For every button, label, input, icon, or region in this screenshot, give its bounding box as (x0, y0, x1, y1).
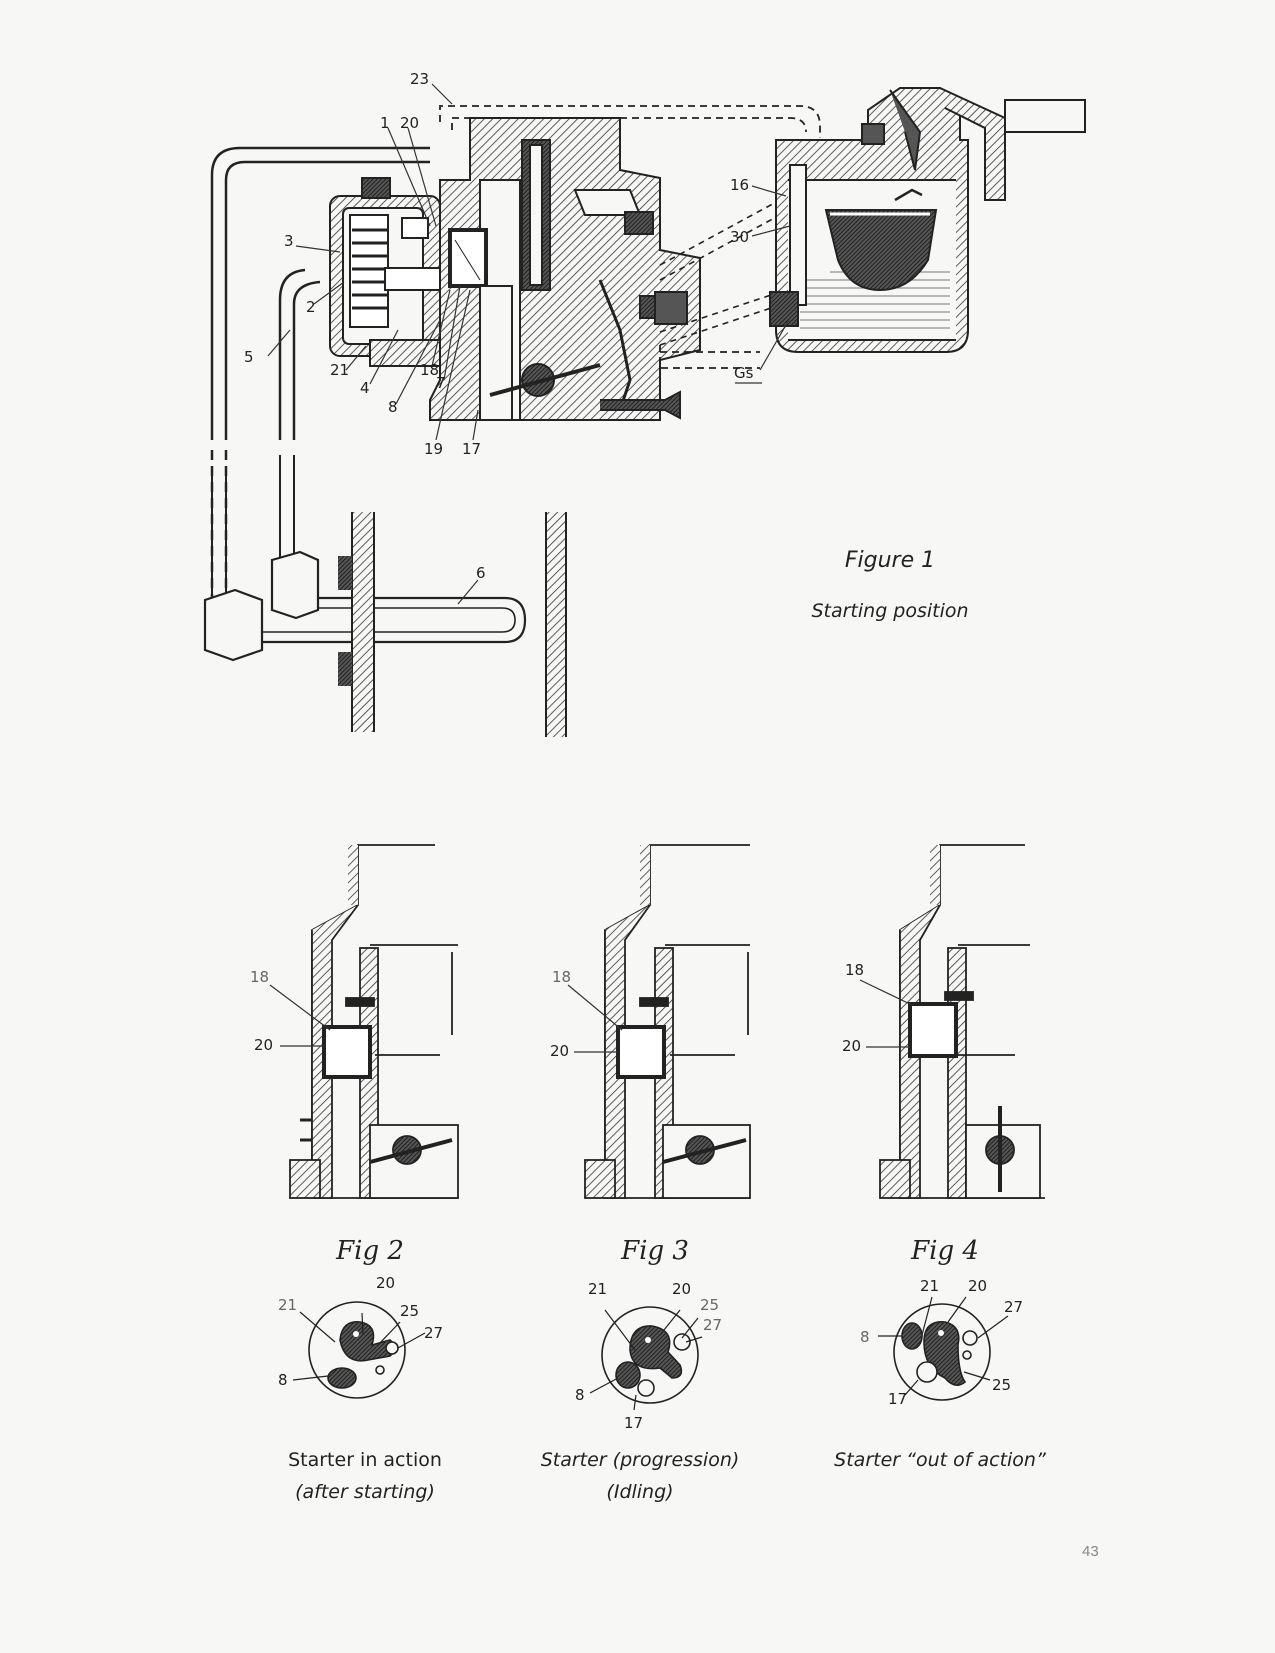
callout-7: 7 (436, 374, 446, 392)
figure1-title: Figure 1 (844, 548, 936, 573)
callout-19: 19 (424, 440, 443, 458)
side-view-labels: 18 20 18 20 18 20 (250, 961, 864, 1060)
fig3-disc-25: 25 (700, 1296, 719, 1314)
fig2-callout-18: 18 (250, 968, 269, 986)
fig3-caption-line1: Starter (progression) (540, 1449, 740, 1471)
fig3-disc-17: 17 (624, 1414, 643, 1432)
callout-2: 2 (306, 298, 316, 316)
fig2-callout-20: 20 (254, 1036, 273, 1054)
fig2-side-view (289, 844, 459, 1199)
fig4-title: Fig 4 (911, 1236, 979, 1266)
fig4-side-view (879, 844, 1045, 1199)
callout-18: 18 (420, 361, 439, 379)
callout-16: 16 (730, 176, 749, 194)
callout-4: 4 (360, 379, 370, 397)
side-view-leaders (269, 979, 913, 1053)
figure1-callouts (267, 83, 791, 605)
callout-8: 8 (388, 398, 398, 416)
fig4-disc (878, 1296, 1009, 1401)
fig4-disc-20: 20 (968, 1277, 987, 1295)
fig4-disc-8: 8 (860, 1328, 870, 1346)
fig2-disc-labels: 20 21 25 27 8 (278, 1274, 443, 1389)
callout-1: 1 (380, 114, 390, 132)
callout-gs: Gs (734, 364, 754, 382)
figure1-callout-labels: 23 1 20 3 2 5 21 4 18 7 8 19 17 16 30 Gs… (244, 70, 754, 582)
fig3-side-view (584, 844, 751, 1199)
fig2-disc (292, 1301, 426, 1399)
fig4-disc-17: 17 (888, 1390, 907, 1408)
fig2-disc-25: 25 (400, 1302, 419, 1320)
fig2-caption-line2: (after starting) (295, 1481, 435, 1503)
callout-3: 3 (284, 232, 294, 250)
fig4-callout-20: 20 (842, 1037, 861, 1055)
fig3-title: Fig 3 (621, 1236, 689, 1266)
fig3-disc-20: 20 (672, 1280, 691, 1298)
fig2-disc-27: 27 (424, 1324, 443, 1342)
callout-23: 23 (410, 70, 429, 88)
page-number: 43 (1082, 1543, 1099, 1560)
fig2-caption-line1: Starter in action (288, 1449, 442, 1471)
fig2-disc-21: 21 (278, 1296, 297, 1314)
fig3-disc-labels: 21 20 25 27 8 17 (575, 1280, 722, 1432)
fig3-disc-8: 8 (575, 1386, 585, 1404)
figure1-carburettor-drawing (203, 87, 1086, 737)
fig3-callout-18: 18 (552, 968, 571, 986)
callout-6: 6 (476, 564, 486, 582)
fig4-disc-labels: 21 20 27 8 17 25 (860, 1277, 1023, 1408)
callout-17: 17 (462, 440, 481, 458)
fig3-disc-27: 27 (703, 1316, 722, 1334)
callout-30: 30 (730, 228, 749, 246)
fig3-disc (589, 1306, 703, 1411)
callout-20: 20 (400, 114, 419, 132)
fig2-disc-8: 8 (278, 1371, 288, 1389)
fig4-disc-27: 27 (1004, 1298, 1023, 1316)
fig3-caption-line2: (Idling) (606, 1481, 674, 1503)
callout-21: 21 (330, 361, 349, 379)
fig4-callout-18: 18 (845, 961, 864, 979)
fig3-callout-20: 20 (550, 1042, 569, 1060)
callout-5: 5 (244, 348, 254, 366)
fig3-caption: Starter (progression) (Idling) (510, 1444, 770, 1508)
figure1-subtitle: Starting position (811, 600, 969, 622)
fig2-title: Fig 2 (336, 1236, 404, 1266)
fig2-disc-20: 20 (376, 1274, 395, 1292)
fig4-caption: Starter “out of action” (800, 1444, 1080, 1476)
fig4-disc-21: 21 (920, 1277, 939, 1295)
fig3-disc-21: 21 (588, 1280, 607, 1298)
fig4-disc-25: 25 (992, 1376, 1011, 1394)
fig2-caption: Starter in action (after starting) (240, 1444, 490, 1508)
fig4-caption-line1: Starter “out of action” (834, 1449, 1046, 1471)
